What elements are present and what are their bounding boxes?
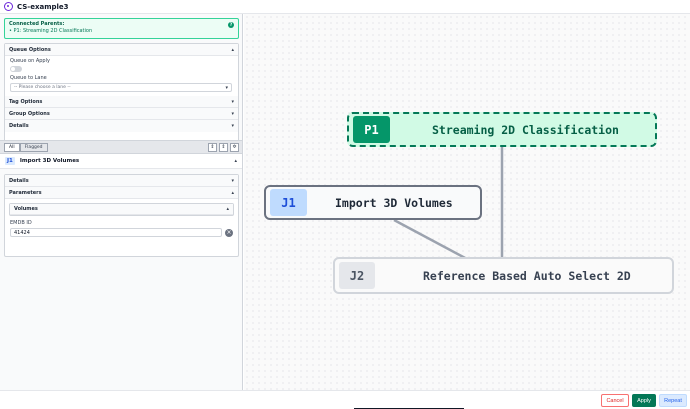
connected-parents-box: Connected Parents: • P1: Streaming 2D Cl… xyxy=(4,18,239,39)
filter-tabs: All Flagged ⇕ ⇕ ✲ xyxy=(0,140,242,154)
chevron-up-icon: ▴ xyxy=(231,189,234,196)
node-badge: J1 xyxy=(270,189,307,216)
tag-options-header[interactable]: Tag Options ▾ xyxy=(5,96,238,108)
collapse-icon[interactable]: ⇕ xyxy=(208,143,217,152)
job-title: Import 3D Volumes xyxy=(19,158,80,164)
options-panel: Queue Options ▴ Queue on Apply Queue to … xyxy=(4,43,239,151)
lane-select-value: -- Please choose a lane -- xyxy=(14,85,71,90)
job-details-label: Details xyxy=(9,177,29,184)
emdb-id-label: EMDB ID xyxy=(10,220,32,226)
chevron-up-icon: ▴ xyxy=(234,158,237,164)
apply-button[interactable]: Apply xyxy=(632,394,656,407)
group-options-label: Group Options xyxy=(9,110,50,117)
node-title: Streaming 2D Classification xyxy=(432,122,619,137)
graph-node-p1[interactable]: P1 Streaming 2D Classification xyxy=(347,112,657,147)
node-badge: P1 xyxy=(353,116,390,143)
chevron-down-icon: ▾ xyxy=(231,177,234,184)
chevron-down-icon: ▾ xyxy=(225,84,228,91)
queue-on-apply-toggle[interactable] xyxy=(10,66,22,72)
tab-tools: ⇕ ⇕ ✲ xyxy=(208,143,239,152)
graph-node-j2[interactable]: J2 Reference Based Auto Select 2D xyxy=(333,257,674,294)
details-label: Details xyxy=(9,123,29,129)
parameters-header[interactable]: Parameters ▴ xyxy=(5,187,238,199)
workflow-canvas[interactable]: P1 Streaming 2D Classification J1 Import… xyxy=(244,14,690,390)
chevron-up-icon: ▴ xyxy=(226,206,229,212)
queue-options-body: Queue on Apply Queue to Lane -- Please c… xyxy=(5,56,238,96)
chevron-up-icon: ▴ xyxy=(231,46,234,53)
job-params-panel: Details ▾ Parameters ▴ Volumes ▴ EMDB ID… xyxy=(4,174,239,257)
left-panel: Connected Parents: • P1: Streaming 2D Cl… xyxy=(0,14,243,390)
node-badge: J2 xyxy=(339,262,375,289)
expand-icon[interactable]: ⇕ xyxy=(219,143,228,152)
chevron-down-icon: ▾ xyxy=(231,110,234,117)
tab-flagged[interactable]: Flagged xyxy=(19,142,48,152)
lane-select[interactable]: -- Please choose a lane -- ▾ xyxy=(10,83,232,92)
parameters-label: Parameters xyxy=(9,189,42,196)
app-logo-icon xyxy=(4,2,13,11)
volumes-label: Volumes xyxy=(14,206,38,212)
chevron-down-icon: ▾ xyxy=(231,123,234,129)
queue-to-lane-label: Queue to Lane xyxy=(10,75,47,81)
queue-options-label: Queue Options xyxy=(9,46,51,53)
job-badge: J1 xyxy=(5,157,15,165)
job-details-header[interactable]: Details ▾ xyxy=(5,175,238,187)
job-header[interactable]: J1 Import 3D Volumes ▴ xyxy=(0,154,242,169)
queue-options-header[interactable]: Queue Options ▴ xyxy=(5,44,238,56)
emdb-field-row: 41424 × xyxy=(10,228,233,237)
chevron-down-icon: ▾ xyxy=(231,98,234,105)
volumes-header[interactable]: Volumes ▴ xyxy=(10,204,233,215)
repeat-button[interactable]: Repeat xyxy=(659,394,687,407)
node-title: Reference Based Auto Select 2D xyxy=(423,268,631,283)
graph-node-j1[interactable]: J1 Import 3D Volumes xyxy=(264,185,482,220)
node-title: Import 3D Volumes xyxy=(335,195,453,210)
title-bar: CS-example3 xyxy=(0,0,690,14)
clear-icon[interactable]: × xyxy=(225,228,233,237)
emdb-id-input[interactable]: 41424 xyxy=(10,228,223,237)
connected-parent-item[interactable]: • P1: Streaming 2D Classification xyxy=(9,28,93,34)
footer-bar: Cancel Apply Repeat xyxy=(0,390,690,409)
settings-icon[interactable]: ✲ xyxy=(230,143,239,152)
details-header[interactable]: Details ▾ xyxy=(5,120,238,132)
emdb-group: EMDB ID 41424 × xyxy=(5,216,238,241)
help-icon[interactable]: ? xyxy=(228,22,234,28)
tag-options-label: Tag Options xyxy=(9,98,43,105)
volumes-group: Volumes ▴ xyxy=(9,203,234,216)
queue-on-apply-label: Queue on Apply xyxy=(10,58,50,64)
window-title: CS-example3 xyxy=(17,2,69,11)
cancel-button[interactable]: Cancel xyxy=(601,394,629,407)
tab-all[interactable]: All xyxy=(4,142,20,152)
connected-parents-header: Connected Parents: xyxy=(9,21,65,27)
group-options-header[interactable]: Group Options ▾ xyxy=(5,108,238,120)
